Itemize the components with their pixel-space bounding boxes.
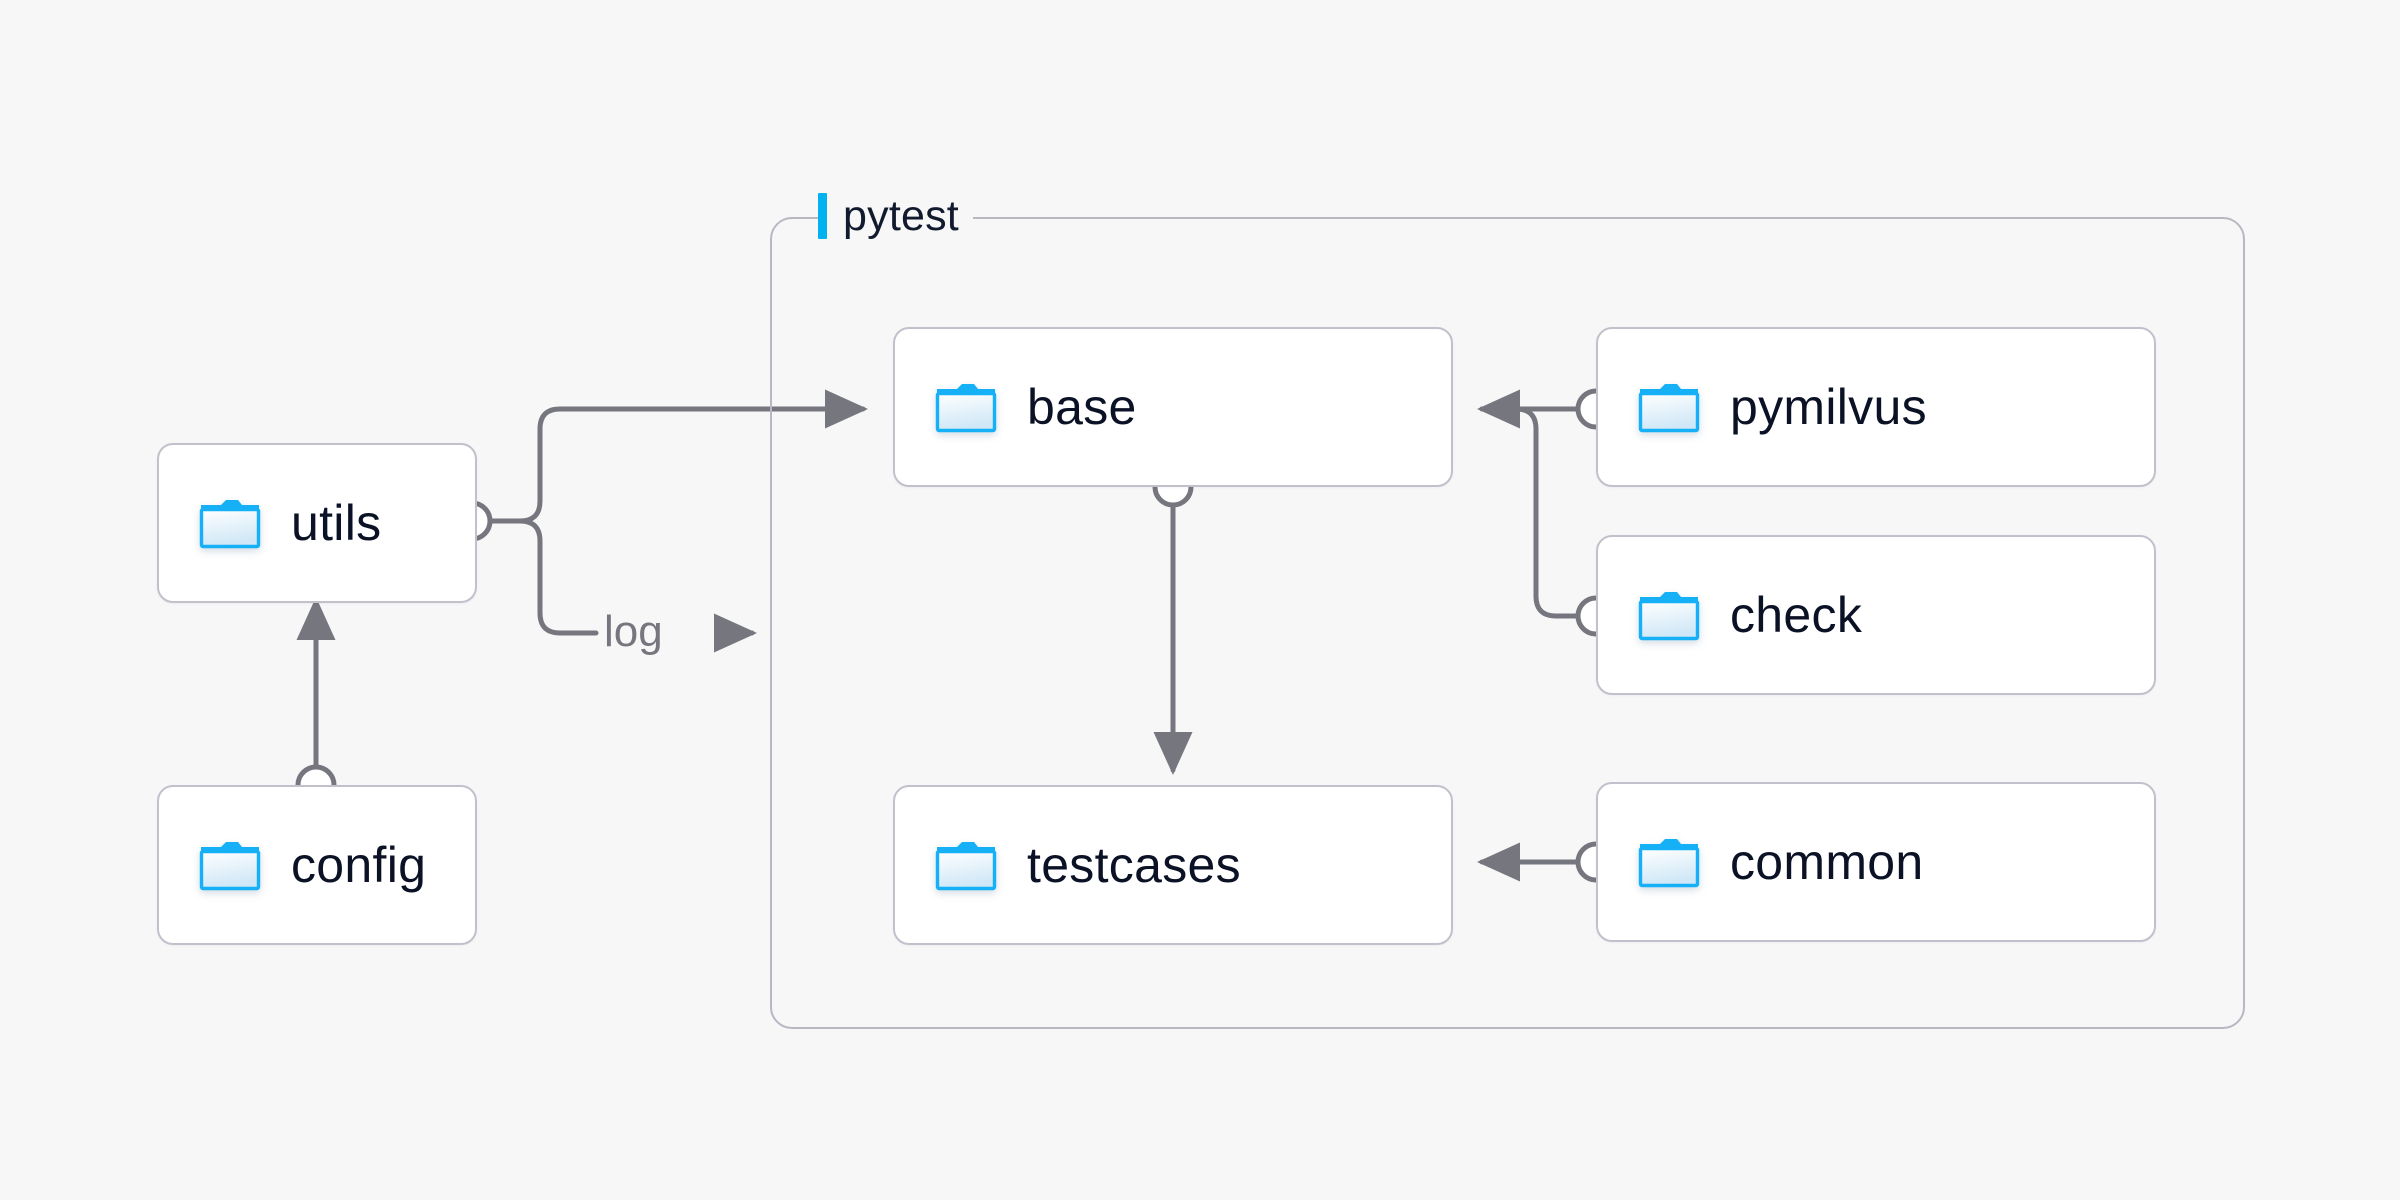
node-label: check — [1730, 587, 1863, 643]
folder-icon — [1638, 589, 1700, 641]
folder-icon — [935, 839, 997, 891]
node-label: pymilvus — [1730, 379, 1927, 435]
node-base[interactable]: base — [893, 327, 1453, 487]
accent-bar-icon — [818, 193, 827, 239]
pytest-group-title: pytest — [843, 191, 959, 240]
node-common[interactable]: common — [1596, 782, 2156, 942]
folder-icon — [1638, 836, 1700, 888]
node-pymilvus[interactable]: pymilvus — [1596, 327, 2156, 487]
node-label: base — [1027, 379, 1137, 435]
node-label: testcases — [1027, 837, 1241, 893]
edge-utils-to-log — [487, 518, 599, 636]
pytest-group-container — [770, 217, 2245, 1029]
node-config[interactable]: config — [157, 785, 477, 945]
pytest-group-label: pytest — [818, 188, 973, 244]
node-utils[interactable]: utils — [157, 443, 477, 603]
folder-icon — [935, 381, 997, 433]
node-label: utils — [291, 495, 382, 551]
node-label: common — [1730, 834, 1924, 890]
node-testcases[interactable]: testcases — [893, 785, 1453, 945]
edge-label-log: log — [604, 607, 663, 656]
folder-icon — [199, 497, 261, 549]
folder-icon — [1638, 381, 1700, 433]
folder-icon — [199, 839, 261, 891]
node-check[interactable]: check — [1596, 535, 2156, 695]
node-label: config — [291, 837, 427, 893]
